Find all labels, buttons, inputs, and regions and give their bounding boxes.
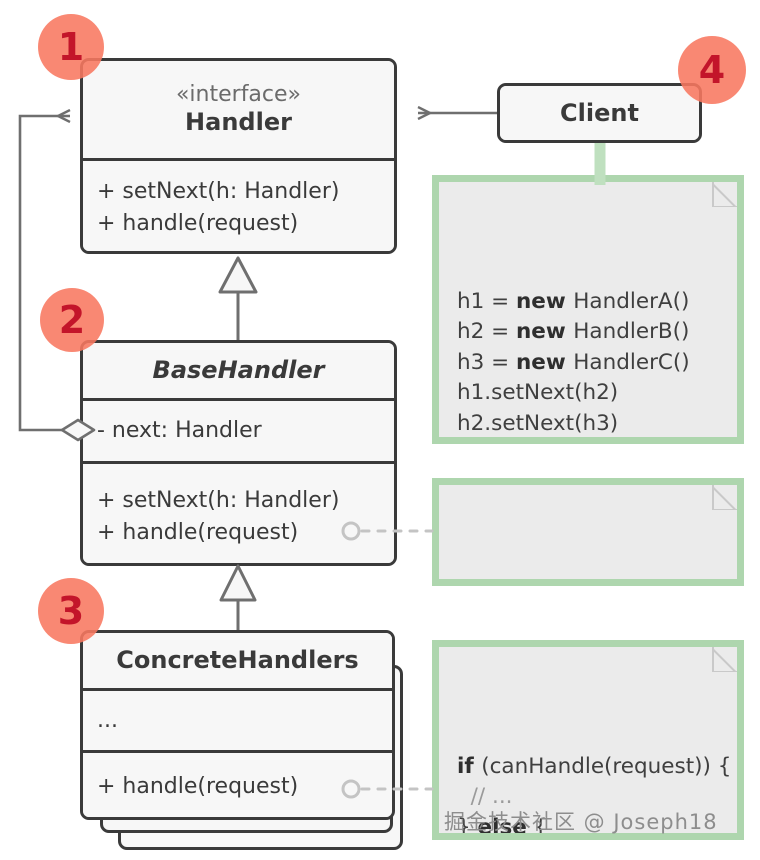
- basehandler-name: BaseHandler: [152, 356, 325, 385]
- handler-header: «interface» Handler: [83, 61, 394, 161]
- client-header: Client: [500, 86, 699, 140]
- handler-method-1: + handle(request): [97, 210, 299, 236]
- handler-methods: + setNext(h: Handler) + handle(request): [83, 161, 394, 251]
- step-badge-1-label: 1: [57, 25, 85, 69]
- class-box-client[interactable]: Client: [497, 83, 702, 143]
- step-badge-1[interactable]: 1: [38, 14, 104, 80]
- basehandler-methods: + setNext(h: Handler) + handle(request): [83, 464, 394, 563]
- code-line: h3 = new HandlerC(): [457, 349, 690, 375]
- page-fold-icon: [712, 182, 737, 207]
- basehandler-header: BaseHandler: [83, 343, 394, 401]
- page-fold-icon: [712, 647, 737, 672]
- class-box-handler[interactable]: «interface» Handler + setNext(h: Handler…: [80, 58, 397, 254]
- note-concretehandlers-code-body: if (canHandle(request)) { // ... } else {…: [439, 647, 737, 833]
- page-fold-icon: [712, 485, 737, 510]
- basehandler-method-0: + setNext(h: Handler): [97, 488, 340, 514]
- basehandler-fields: - next: Handler: [83, 401, 394, 464]
- concretehandlers-fields: ...: [83, 691, 392, 753]
- step-badge-3[interactable]: 3: [38, 578, 104, 644]
- concretehandlers-method-0: + handle(request): [97, 773, 299, 799]
- note-client-code[interactable]: h1 = new HandlerA() h2 = new HandlerB() h3…: [432, 175, 744, 444]
- note-basehandler-code-body: if (next != null) next.handle(request): [439, 485, 737, 579]
- handler-stereotype: «interface»: [175, 82, 302, 108]
- class-box-basehandler[interactable]: BaseHandler - next: Handler + setNext(h:…: [80, 340, 397, 566]
- code-line: h1.setNext(h2): [457, 380, 619, 406]
- step-badge-2-label: 2: [58, 298, 86, 342]
- concretehandlers-methods: + handle(request): [83, 753, 392, 817]
- handler-title-block: «interface» Handler: [83, 82, 394, 136]
- code-line: // ...: [457, 784, 513, 810]
- step-badge-3-label: 3: [57, 589, 85, 633]
- step-badge-2[interactable]: 2: [40, 288, 104, 352]
- note-basehandler-code[interactable]: if (next != null) next.handle(request): [432, 478, 744, 586]
- concretehandlers-field-0: ...: [97, 707, 118, 733]
- client-name: Client: [560, 98, 639, 127]
- note-client-code-body: h1 = new HandlerA() h2 = new HandlerB() h3…: [439, 182, 737, 437]
- class-box-concretehandlers[interactable]: ConcreteHandlers ... + handle(request): [80, 630, 395, 820]
- step-badge-4-label: 4: [698, 48, 726, 92]
- handler-method-0: + setNext(h: Handler): [97, 179, 340, 205]
- basehandler-field-0: - next: Handler: [97, 418, 262, 444]
- basehandler-method-1: + handle(request): [97, 519, 299, 545]
- concretehandlers-name: ConcreteHandlers: [116, 646, 359, 675]
- handler-name: Handler: [185, 108, 292, 137]
- concretehandlers-header: ConcreteHandlers: [83, 633, 392, 691]
- code-line: h2.setNext(h3): [457, 410, 619, 436]
- code-line: h1 = new HandlerA(): [457, 288, 690, 314]
- note-concretehandlers-code[interactable]: if (canHandle(request)) { // ... } else {…: [432, 640, 744, 840]
- code-line: if (canHandle(request)) {: [457, 753, 732, 779]
- code-line: h2 = new HandlerB(): [457, 319, 690, 345]
- code-line: } else {: [457, 814, 548, 833]
- watermark: 掘金技术社区 @ Joseph18: [444, 810, 718, 834]
- step-badge-4[interactable]: 4: [678, 36, 746, 104]
